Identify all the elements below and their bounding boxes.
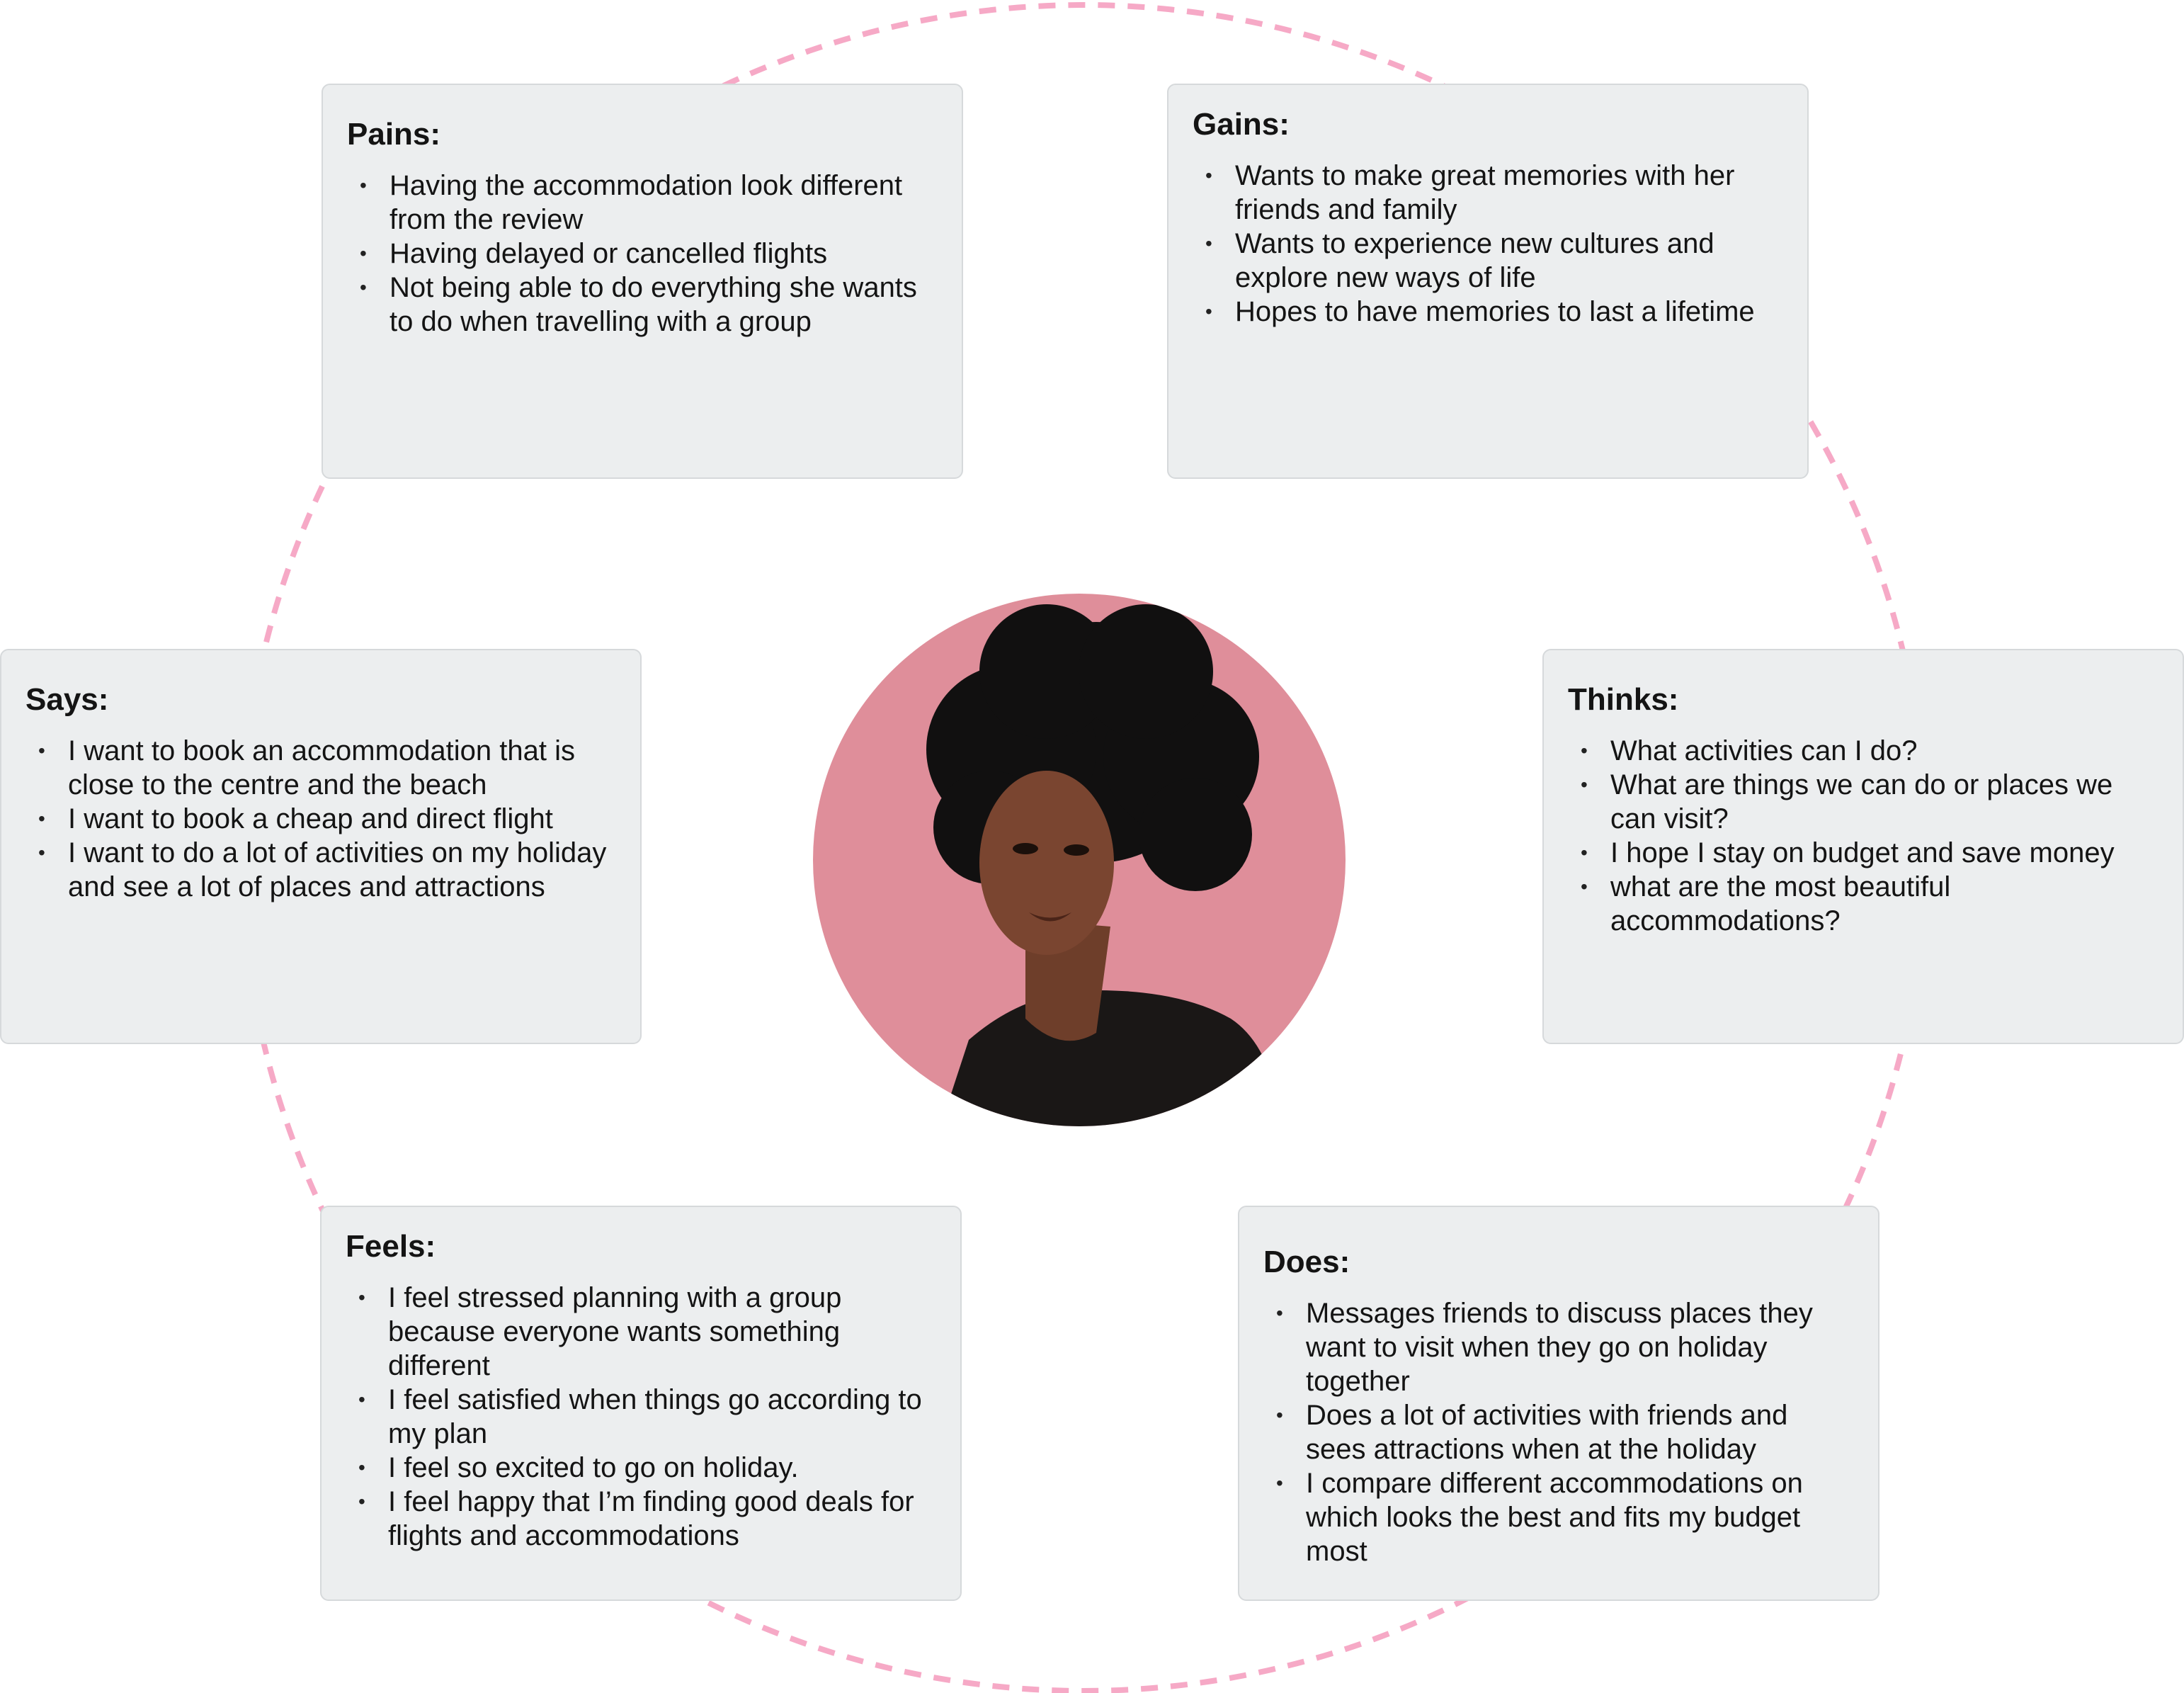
list-item: I want to do a lot of activities on my h…: [38, 836, 616, 904]
card-title-thinks: Thinks:: [1568, 682, 1679, 717]
list-item: What activities can I do?: [1581, 734, 2159, 768]
list-item: I want to book an accommodation that is …: [38, 734, 616, 802]
pains-list: Having the accommodation look different …: [347, 169, 938, 339]
gains-list: Wants to make great memories with her fr…: [1193, 159, 1783, 329]
persona-portrait: [813, 594, 1346, 1126]
list-item: I feel satisfied when things go accordin…: [358, 1383, 936, 1451]
gains-card: Gains: Wants to make great memories with…: [1167, 84, 1809, 479]
list-item: I want to book a cheap and direct flight: [38, 802, 616, 836]
card-title-does: Does:: [1263, 1245, 1350, 1279]
list-item: Does a lot of activities with friends an…: [1276, 1398, 1854, 1466]
card-title-feels: Feels:: [346, 1229, 436, 1264]
list-item: Hopes to have memories to last a lifetim…: [1205, 295, 1783, 329]
thinks-card: Thinks: What activities can I do? What a…: [1542, 649, 2184, 1044]
card-title-says: Says:: [25, 682, 109, 717]
list-item: Having delayed or cancelled flights: [360, 237, 938, 271]
says-card: Says: I want to book an accommodation th…: [0, 649, 642, 1044]
does-card: Does: Messages friends to discuss places…: [1238, 1206, 1879, 1601]
list-item: Wants to make great memories with her fr…: [1205, 159, 1783, 227]
list-item: I feel stressed planning with a group be…: [358, 1281, 936, 1383]
list-item: I feel happy that I’m finding good deals…: [358, 1485, 936, 1553]
says-list: I want to book an accommodation that is …: [25, 734, 616, 904]
card-title-gains: Gains:: [1193, 107, 1290, 142]
list-item: What are things we can do or places we c…: [1581, 768, 2159, 836]
feels-list: I feel stressed planning with a group be…: [346, 1281, 936, 1553]
list-item: what are the most beautiful accommodatio…: [1581, 870, 2159, 938]
list-item: I feel so excited to go on holiday.: [358, 1451, 936, 1485]
card-title-pains: Pains:: [347, 117, 441, 152]
list-item: Messages friends to discuss places they …: [1276, 1296, 1854, 1398]
feels-card: Feels: I feel stressed planning with a g…: [320, 1206, 962, 1601]
list-item: I compare different accommodations on wh…: [1276, 1466, 1854, 1568]
list-item: I hope I stay on budget and save money: [1581, 836, 2159, 870]
pains-card: Pains: Having the accommodation look dif…: [322, 84, 963, 479]
does-list: Messages friends to discuss places they …: [1263, 1296, 1854, 1568]
list-item: Wants to experience new cultures and exp…: [1205, 227, 1783, 295]
list-item: Not being able to do everything she want…: [360, 271, 938, 339]
list-item: Having the accommodation look different …: [360, 169, 938, 237]
thinks-list: What activities can I do? What are thing…: [1568, 734, 2159, 938]
